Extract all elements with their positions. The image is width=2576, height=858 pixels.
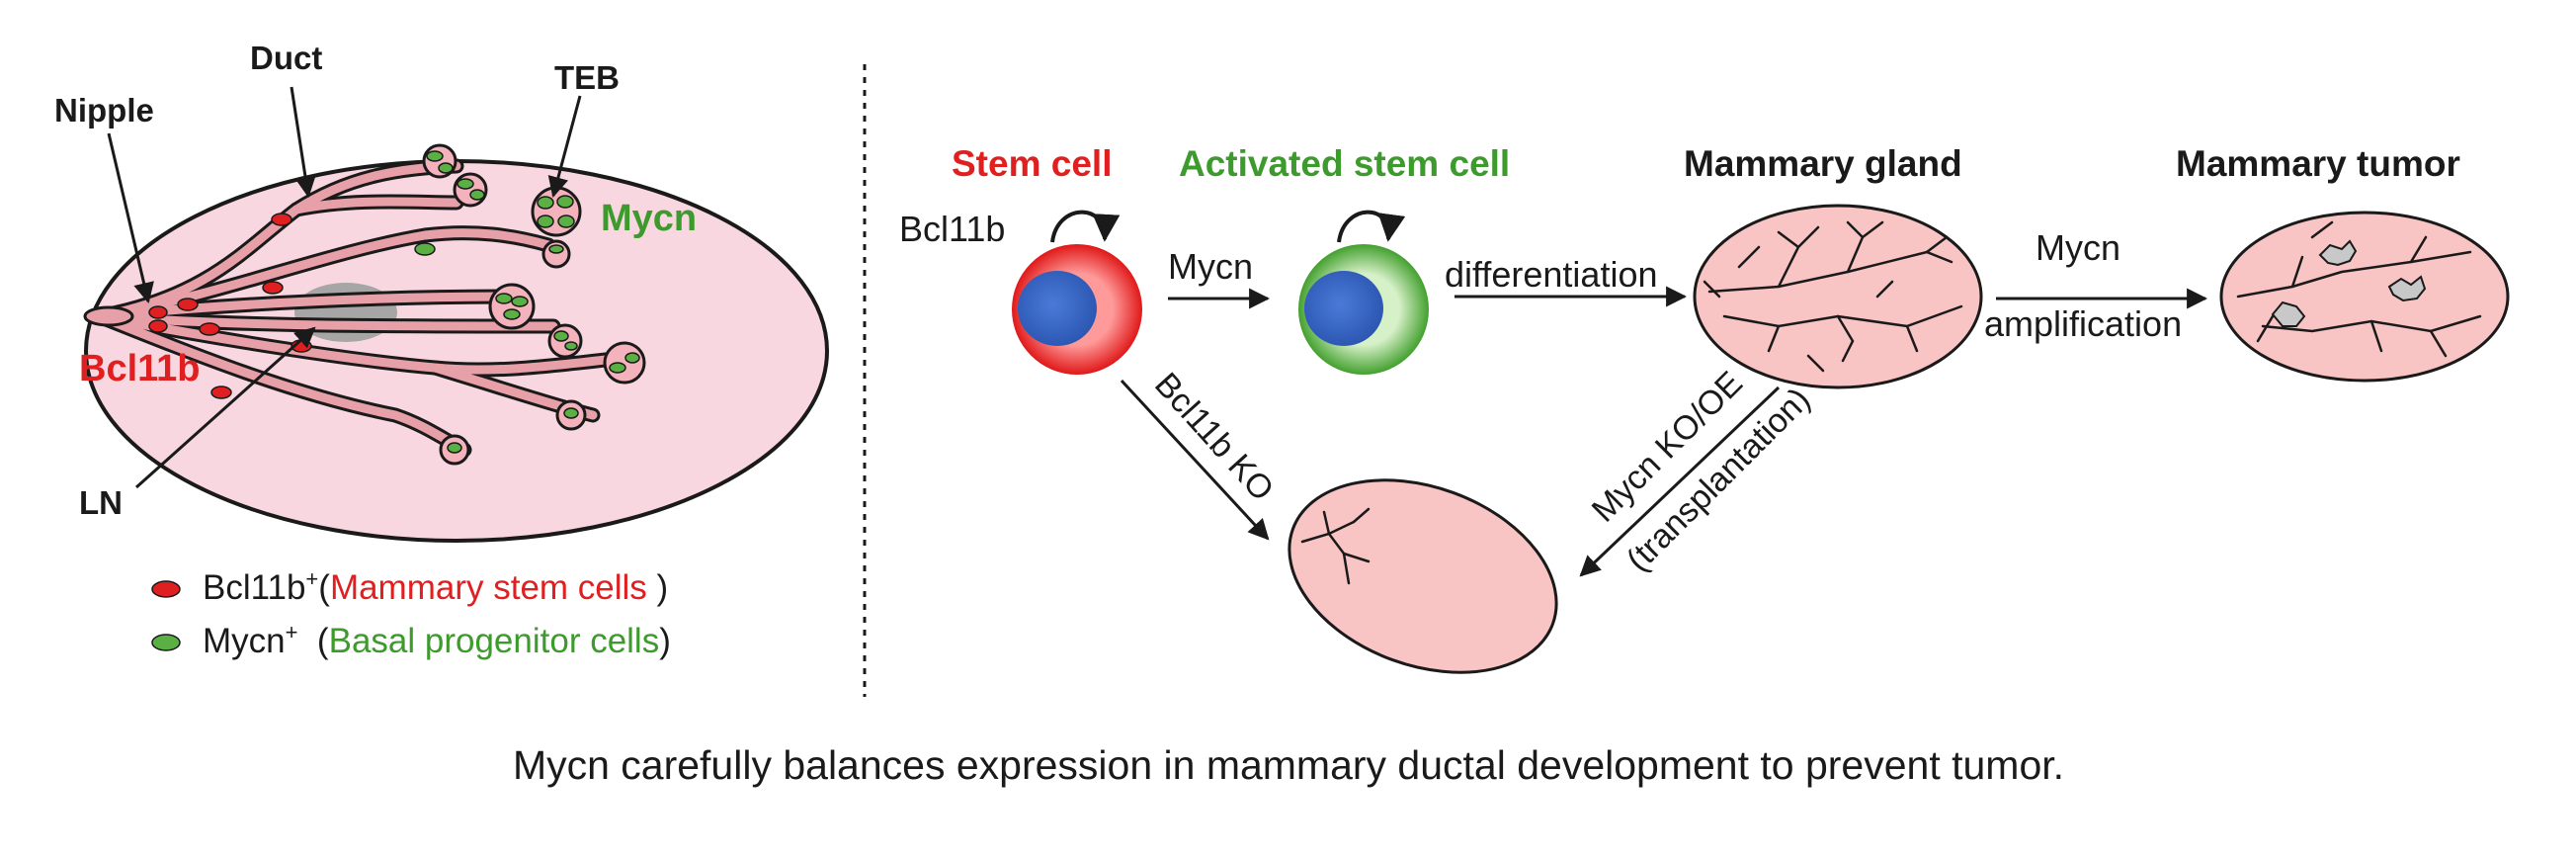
activated-stem-cell-title: Activated stem cell <box>1179 143 1510 184</box>
bcl11b-label: Bcl11b <box>79 348 201 389</box>
defective-gland <box>1288 478 1558 674</box>
mammary-schematic: Nipple Duct TEB Mycn Bcl11b LN <box>54 40 829 543</box>
nipple <box>83 305 134 327</box>
mycn-ko-oe-arrow <box>1579 386 1781 577</box>
stem-cell-title: Stem cell <box>952 143 1112 184</box>
mycn-top-label: Mycn <box>2036 227 2120 268</box>
tumor-branches <box>2236 220 2482 358</box>
legend-bcl11b-entry: Bcl11b+(Mammary stem cells ) <box>203 566 668 607</box>
ln-label: LN <box>79 484 123 521</box>
mammary-tumor-title: Mammary tumor <box>2176 143 2460 184</box>
nipple-label: Nipple <box>54 92 154 129</box>
pointer-arrows <box>107 86 582 489</box>
self-renewal-arrow-activated <box>1337 210 1406 243</box>
bcl11b-text: Bcl11b <box>899 209 1005 249</box>
legend: Bcl11b+(Mammary stem cells ) Mycn+ (Basa… <box>151 566 671 660</box>
mammary-tumor <box>2219 211 2510 383</box>
amplification-label: amplification <box>1984 303 2182 344</box>
legend-mycn-entry: Mycn+ (Basal progenitor cells) <box>203 620 671 660</box>
bcl11b-ko-arrow <box>1120 379 1270 541</box>
right-panel: Stem cell Activated stem cell Mammary gl… <box>899 143 2510 674</box>
tumor-masses <box>2271 239 2427 327</box>
activated-cell-nucleus <box>1304 271 1383 346</box>
teb-label: TEB <box>554 59 620 96</box>
duct-label: Duct <box>250 40 322 76</box>
mycn-arrow-label: Mycn <box>1168 246 1253 287</box>
mycn-cells <box>426 150 640 454</box>
stem-cell-nucleus <box>1018 271 1097 346</box>
mycn-cell-duct <box>414 242 436 256</box>
mycn-label: Mycn <box>601 198 697 239</box>
self-renewal-arrow-stem <box>1050 210 1121 243</box>
duct-fills <box>94 161 627 455</box>
mammary-gland <box>1693 204 1983 389</box>
defective-gland-branches <box>1300 507 1371 585</box>
gland-branches <box>1703 220 1963 373</box>
mammary-gland-title: Mammary gland <box>1684 143 1962 184</box>
bcl11b-ko-label: Bcl11b KO <box>1147 366 1281 508</box>
legend-mycn-swatch <box>151 634 181 651</box>
figure-caption: Mycn carefully balances expression in ma… <box>513 742 2064 788</box>
legend-bcl11b-swatch <box>151 580 181 598</box>
differentiation-label: differentiation <box>1445 254 1658 295</box>
bcl11b-cells <box>148 213 312 399</box>
